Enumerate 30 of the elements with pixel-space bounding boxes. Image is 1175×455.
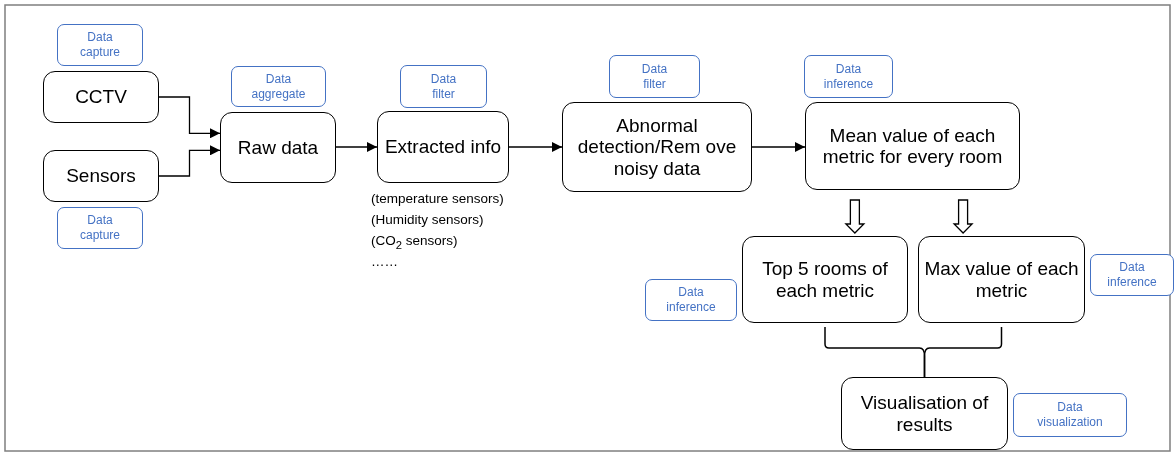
stage-tag: Data inference <box>645 279 737 321</box>
stage-tag: Data capture <box>57 24 143 66</box>
note-text: (CO$_{2}$ sensors) <box>371 233 458 253</box>
process-box: CCTV <box>43 71 159 123</box>
process-box: Abnormal detection/Rem ove noisy data <box>562 102 752 192</box>
process-box: Visualisation of results <box>841 377 1008 450</box>
stage-tag: Data inference <box>1090 254 1174 296</box>
process-box: Sensors <box>43 150 159 202</box>
process-box: Raw data <box>220 112 336 183</box>
stage-tag: Data visualization <box>1013 393 1127 437</box>
block-arrow <box>952 199 974 234</box>
arrow <box>508 142 563 152</box>
arrow <box>335 142 378 152</box>
bracket-connector <box>923 326 1003 378</box>
arrow <box>751 142 806 152</box>
arrow <box>158 145 221 177</box>
note-text: (Humidity sensors) <box>371 212 484 229</box>
process-box: Extracted info <box>377 111 509 183</box>
note-text: …… <box>371 254 398 271</box>
note-text: (temperature sensors) <box>371 191 504 208</box>
arrow <box>158 96 221 139</box>
stage-tag: Data capture <box>57 207 143 249</box>
stage-tag: Data filter <box>400 65 487 108</box>
block-arrow <box>844 199 866 234</box>
stage-tag: Data filter <box>609 55 700 98</box>
process-box: Mean value of each metric for every room <box>805 102 1020 190</box>
stage-tag: Data aggregate <box>231 66 326 107</box>
process-box: Top 5 rooms of each metric <box>742 236 908 323</box>
process-box: Max value of each metric <box>918 236 1085 323</box>
stage-tag: Data inference <box>804 55 893 98</box>
